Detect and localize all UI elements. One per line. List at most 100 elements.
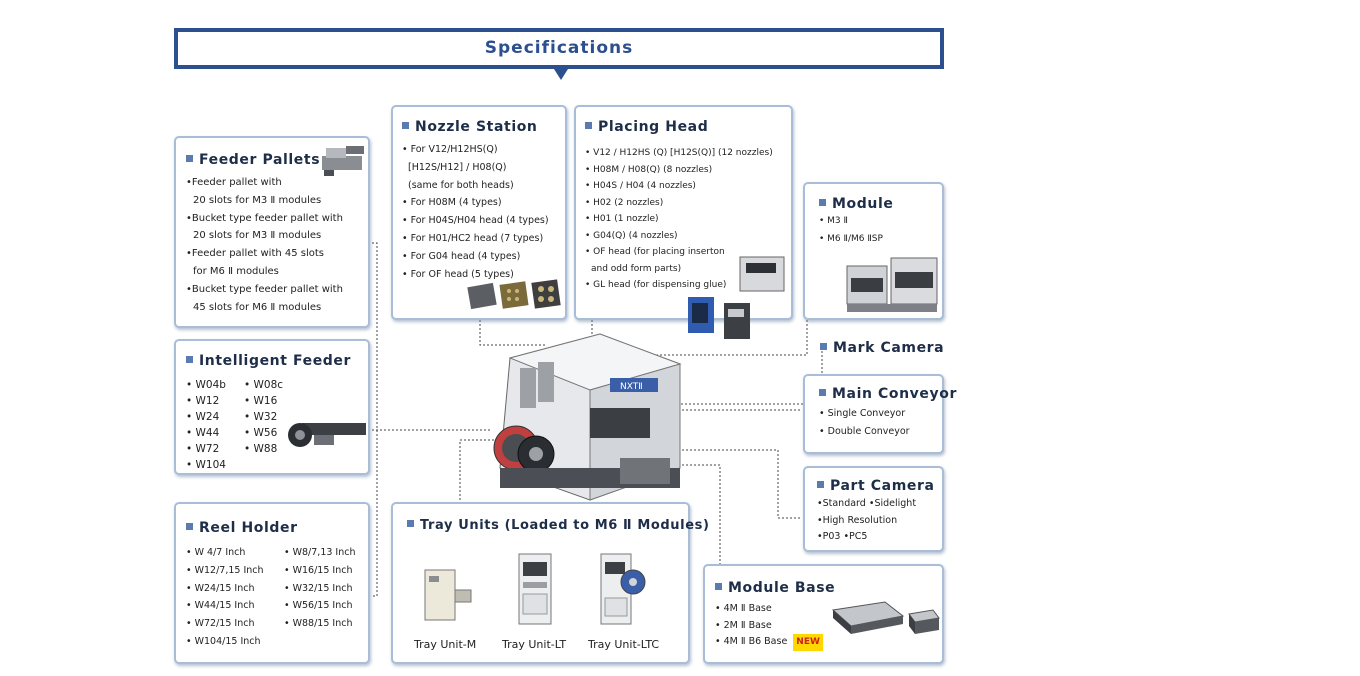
- tray-unit-m-image: [424, 569, 472, 621]
- list-item: • W12/7,15 Inch: [186, 564, 264, 576]
- bullet-square-icon: [819, 199, 826, 206]
- list-item: • OF head (for placing inserton: [585, 247, 725, 257]
- list-item: • 2M Ⅱ Base: [715, 619, 772, 631]
- list-item: • M3 Ⅱ: [819, 216, 848, 226]
- nozzle-station-list: • For V12/H12HS(Q) [H12S/H12] / H08(Q) (…: [402, 141, 549, 283]
- list-item: • W08c: [244, 379, 284, 391]
- list-item: • M6 Ⅱ/M6 ⅡSP: [819, 233, 883, 244]
- list-item: • W56: [244, 427, 278, 439]
- nozzle-station-title: Nozzle Station: [402, 119, 538, 135]
- bullet-square-icon: [715, 583, 722, 590]
- list-item: • W72/15 Inch: [186, 618, 255, 630]
- list-item: • W8/7,13 Inch: [284, 547, 356, 558]
- list-item: • W16/15 Inch: [284, 564, 353, 576]
- bullet-square-icon: [819, 389, 826, 396]
- intelligent-feeder-image: [288, 423, 366, 447]
- main-conveyor-title: Main Conveyor: [819, 386, 957, 402]
- nozzle-station-panel: Nozzle Station • For V12/H12HS(Q) [H12S/…: [391, 105, 567, 320]
- list-item: • W104: [186, 459, 226, 471]
- specifications-banner: Specifications: [174, 28, 944, 69]
- main-conveyor-list: • Single Conveyor • Double Conveyor: [819, 405, 910, 441]
- intelligent-feeder-panel: Intelligent Feeder • W04b • W12 • W24 • …: [174, 339, 370, 475]
- list-item: • H08M / H08(Q) (8 nozzles): [585, 164, 713, 175]
- placing-head-panel: Placing Head • V12 / H12HS (Q) [H12S(Q)]…: [574, 105, 793, 339]
- list-item: • W88: [244, 443, 278, 455]
- bullet-square-icon: [186, 523, 193, 530]
- feeder-pallets-title: Feeder Pallets: [186, 152, 320, 168]
- list-item: • W72: [186, 443, 220, 455]
- main-conveyor-panel: Main Conveyor • Single Conveyor • Double…: [803, 374, 956, 454]
- nozzle-trays-image: [467, 279, 561, 310]
- module-base-title: Module Base: [715, 580, 835, 596]
- list-item: • W16: [244, 395, 278, 407]
- reel-holder-title: Reel Holder: [186, 520, 298, 536]
- tray-units-title: Tray Units (Loaded to M6 Ⅱ Modules): [407, 518, 710, 533]
- bullet-square-icon: [585, 122, 592, 129]
- list-item: • For G04 head (4 types): [402, 250, 521, 262]
- list-item: 45 slots for M6 Ⅱ modules: [193, 301, 322, 313]
- list-item: • W04b: [186, 379, 226, 391]
- list-item: • Double Conveyor: [819, 425, 910, 437]
- list-item: • For H08M (4 types): [402, 197, 502, 209]
- list-item: •Feeder pallet with: [186, 177, 282, 188]
- list-item: [H12S/H12] / H08(Q): [408, 161, 507, 173]
- list-item: • W 4/7 Inch: [186, 547, 246, 558]
- bullet-square-icon: [820, 343, 827, 350]
- list-item: • For H01/HC2 head (7 types): [402, 232, 544, 244]
- intelligent-feeder-col1: • W04b • W12 • W24 • W44 • W72 • W104: [186, 377, 226, 473]
- list-item: • W24/15 Inch: [186, 582, 255, 594]
- tray-unit-lt-image: [518, 553, 552, 625]
- list-item: 20 slots for M3 Ⅱ modules: [193, 194, 322, 206]
- mark-camera-title: Mark Camera: [820, 340, 944, 356]
- feeder-pallets-panel: Feeder Pallets •Feeder pallet with 20 sl…: [174, 136, 370, 328]
- list-item: •Standard •Sidelight: [817, 498, 917, 509]
- machine-logo: NXTⅡ: [620, 382, 643, 392]
- nxt-machine-image: NXTⅡ: [493, 333, 682, 501]
- list-item: • H01 (1 nozzle): [585, 214, 659, 224]
- module-image: [846, 257, 938, 312]
- list-item: • H04S / H04 (4 nozzles): [585, 181, 696, 191]
- bullet-square-icon: [817, 481, 824, 488]
- intelligent-feeder-col2: • W08c • W16 • W32 • W56 • W88: [244, 377, 283, 457]
- list-item: • Single Conveyor: [819, 408, 906, 419]
- feeder-pallet-image: [322, 146, 364, 176]
- tray-unit-lt-caption: Tray Unit-LT: [502, 638, 567, 651]
- bullet-square-icon: [186, 155, 193, 162]
- banner-pointer: [554, 69, 568, 80]
- part-camera-list: •Standard •Sidelight •High Resolution •P…: [817, 496, 916, 546]
- list-item: • H02 (2 nozzles): [585, 197, 664, 208]
- module-title: Module: [819, 196, 893, 212]
- list-item: •Bucket type feeder pallet with: [186, 283, 343, 295]
- placing-head-image: [688, 256, 785, 339]
- list-item: • V12 / H12HS (Q) [H12S(Q)] (12 nozzles): [585, 148, 773, 158]
- list-item: • GL head (for dispensing glue): [585, 280, 727, 290]
- part-camera-title: Part Camera: [817, 478, 935, 494]
- list-item: •Bucket type feeder pallet with: [186, 212, 343, 224]
- module-base-panel: Module Base • 4M Ⅱ Base • 2M Ⅱ Base • 4M…: [703, 564, 944, 664]
- list-item: • W88/15 Inch: [284, 618, 353, 630]
- page-title: Specifications: [484, 38, 634, 58]
- placing-head-title: Placing Head: [585, 119, 708, 135]
- list-item: • W56/15 Inch: [284, 600, 353, 612]
- tray-unit-ltc-caption: Tray Unit-LTC: [588, 638, 660, 651]
- tray-units-panel: Tray Units (Loaded to M6 Ⅱ Modules) Tray…: [391, 502, 709, 664]
- new-badge: NEW: [793, 634, 823, 651]
- tray-unit-m-caption: Tray Unit-M: [414, 638, 477, 651]
- list-item: • W24: [186, 411, 220, 423]
- list-item: for M6 Ⅱ modules: [193, 265, 279, 277]
- reel-holder-col1: • W 4/7 Inch • W12/7,15 Inch • W24/15 In…: [186, 544, 264, 651]
- intelligent-feeder-title: Intelligent Feeder: [186, 353, 351, 369]
- list-item: • W32: [244, 411, 278, 423]
- list-item: and odd form parts): [591, 263, 682, 274]
- bullet-square-icon: [407, 520, 414, 527]
- list-item: • For V12/H12HS(Q): [402, 144, 498, 155]
- bullet-square-icon: [186, 356, 193, 363]
- list-item: 20 slots for M3 Ⅱ modules: [193, 230, 322, 242]
- module-list: • M3 Ⅱ • M6 Ⅱ/M6 ⅡSP: [819, 213, 883, 249]
- list-item: • W12: [186, 395, 220, 407]
- list-item: •Feeder pallet with 45 slots: [186, 248, 325, 260]
- part-camera-panel: Part Camera •Standard •Sidelight •High R…: [803, 466, 944, 552]
- connector-reel-feeder: [372, 242, 378, 597]
